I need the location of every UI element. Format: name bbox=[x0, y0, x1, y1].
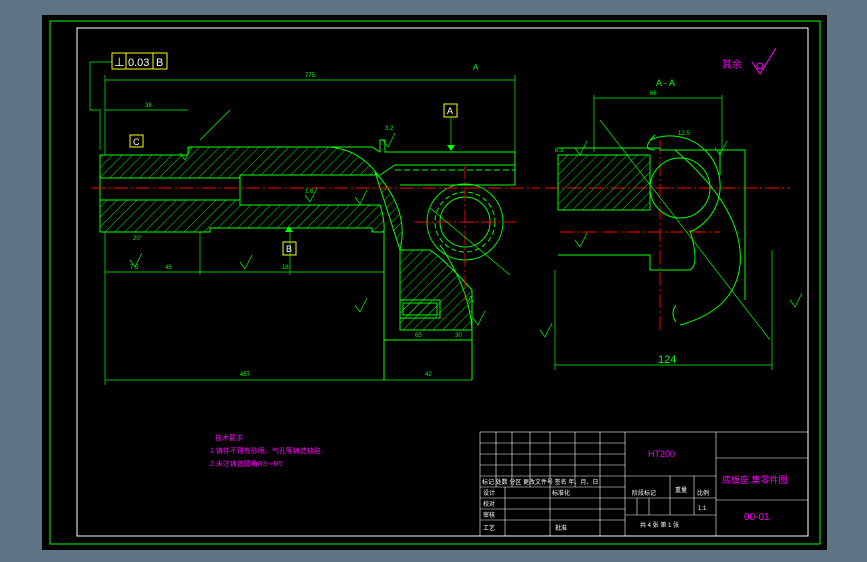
svg-text:6.3: 6.3 bbox=[555, 148, 564, 154]
tolerance-value: 0.03 bbox=[128, 57, 149, 69]
inner-frame bbox=[76, 27, 809, 537]
tb-design: 设计 bbox=[483, 489, 495, 497]
tb-drawing-no: 00-01 bbox=[744, 512, 770, 523]
svg-text:66: 66 bbox=[650, 91, 657, 97]
section-marker-bottom: A bbox=[468, 295, 474, 304]
technical-notes: 技术要求 1.铸件不得有砂眼、气孔等铸造缺陷 2.未注铸造圆角R3～R5 bbox=[210, 433, 321, 468]
svg-text:38: 38 bbox=[145, 103, 152, 109]
svg-text:18: 18 bbox=[282, 265, 289, 271]
notes-line1: 1.铸件不得有砂眼、气孔等铸造缺陷 bbox=[210, 446, 321, 455]
tb-part-name: 底板座 集零件图 bbox=[722, 474, 788, 485]
datum-c: C bbox=[129, 134, 144, 148]
tb-scale: 1:1 bbox=[698, 506, 707, 512]
svg-text:457: 457 bbox=[240, 372, 251, 378]
tb-check: 校对 bbox=[483, 500, 495, 508]
svg-text:20°: 20° bbox=[133, 236, 143, 242]
title-block-texts: 标记 处数 分区 更改文件号 签名 年、月、日 设计 校对 审核 工艺 标准化 … bbox=[482, 478, 709, 532]
roughness-note: 其余 bbox=[722, 58, 742, 71]
section-marker-top: A bbox=[473, 63, 479, 72]
tb-ratio: 比例 bbox=[697, 489, 709, 497]
tb-material: HT200 bbox=[648, 449, 675, 459]
svg-text:A: A bbox=[447, 106, 453, 116]
svg-text:30: 30 bbox=[455, 333, 462, 339]
title-block bbox=[479, 431, 809, 537]
notes-line2: 2.未注铸造圆角R3～R5 bbox=[210, 459, 283, 468]
roughness-symbol bbox=[751, 47, 777, 75]
datum-a: A bbox=[443, 103, 458, 151]
roughness-marks bbox=[129, 132, 803, 338]
tolerance-datum: B bbox=[156, 57, 163, 69]
tb-review: 审核 bbox=[483, 511, 495, 519]
svg-text:C: C bbox=[133, 137, 140, 147]
tb-sheets: 共 4 张 第 1 张 bbox=[640, 521, 679, 529]
svg-text:B: B bbox=[286, 244, 292, 254]
tb-approve: 批准 bbox=[555, 524, 567, 532]
hatch-lower bbox=[99, 199, 385, 233]
svg-text:7.5: 7.5 bbox=[130, 265, 139, 271]
tb-process: 工艺 bbox=[483, 524, 495, 532]
svg-text:775: 775 bbox=[305, 73, 316, 79]
outer-border bbox=[49, 20, 821, 545]
svg-text:12.5: 12.5 bbox=[678, 131, 690, 137]
tolerance-symbol: ⊥ bbox=[114, 55, 124, 69]
tb-standard: 标准化 bbox=[552, 489, 570, 497]
section-title: A - A bbox=[656, 78, 675, 88]
svg-text:45: 45 bbox=[165, 265, 172, 271]
dimension-lines bbox=[89, 61, 773, 385]
section-view bbox=[557, 134, 746, 326]
datum-b: B bbox=[282, 226, 297, 256]
hatch-arm bbox=[374, 171, 473, 331]
hatch-section bbox=[557, 154, 651, 211]
svg-text:42: 42 bbox=[425, 372, 432, 378]
svg-text:1.6: 1.6 bbox=[305, 189, 314, 195]
tb-weight: 重量 bbox=[675, 486, 687, 494]
notes-heading: 技术要求 bbox=[215, 433, 243, 442]
section-width-dim: 124 bbox=[658, 354, 676, 366]
tolerance-frame: ⊥ 0.03 B bbox=[111, 52, 168, 70]
tb-stage: 阶段标记 bbox=[632, 489, 656, 497]
main-view bbox=[99, 139, 516, 380]
tb-header-row: 标记 处数 分区 更改文件号 签名 年、月、日 bbox=[482, 478, 598, 486]
svg-text:65: 65 bbox=[415, 333, 422, 339]
dimension-texts: 775 38 7.5 45 18 457 42 65 30 3.2 1.6 12… bbox=[130, 73, 690, 378]
svg-text:3.2: 3.2 bbox=[385, 126, 394, 132]
